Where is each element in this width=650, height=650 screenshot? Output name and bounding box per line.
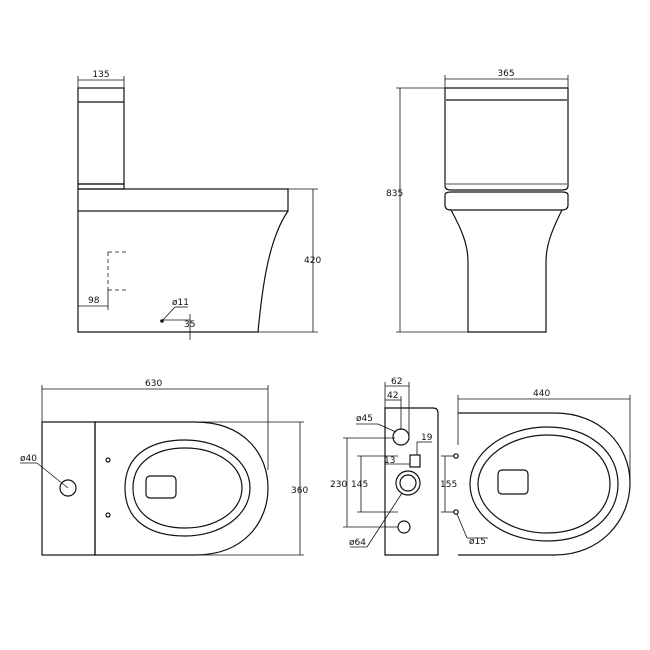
side-pan-top — [77, 188, 289, 212]
back-outlet-inner — [399, 474, 417, 492]
dim-label-360: 360 — [291, 486, 308, 496]
dim-label-cistern-hole: ø40 — [20, 454, 37, 464]
dim-label-365: 365 — [497, 69, 514, 79]
pan-seat-inner — [477, 434, 611, 534]
leader-inlet-hole — [377, 423, 397, 433]
pan-fixing-hole-top — [453, 453, 459, 459]
dim-label-fixing-hole: ø11 — [172, 298, 189, 308]
dim-label-145: 145 — [351, 480, 368, 490]
side-outlet-hidden — [107, 251, 128, 291]
back-lower-hole — [397, 520, 411, 534]
plan-hinge-hole-top — [105, 457, 111, 463]
dim-label-835: 835 — [386, 189, 403, 199]
pan-bowl-outlet — [497, 469, 529, 495]
front-cistern — [444, 87, 569, 191]
dim-label-42: 42 — [387, 391, 398, 401]
leader-cistern-hole — [36, 462, 69, 489]
dim-label-230: 230 — [330, 480, 347, 490]
front-pan-body — [450, 209, 563, 333]
dim-label-155: 155 — [440, 480, 457, 490]
side-elevation-view: 135 420 98 ø11 35 — [77, 70, 321, 340]
pan-outline — [458, 412, 631, 556]
dim-label-pan-fixing: ø15 — [469, 537, 486, 547]
plan-seat-inner — [132, 447, 243, 529]
plan-seat-outer — [124, 439, 251, 537]
side-cistern-base — [77, 183, 125, 190]
front-pan-rim — [444, 191, 569, 211]
front-elevation-view: 365 835 — [386, 69, 569, 333]
dim-label-19: 19 — [421, 433, 433, 443]
back-body — [384, 407, 439, 556]
dim-label-62: 62 — [391, 377, 402, 387]
pan-fixing-hole-bottom — [453, 509, 459, 515]
plan-cistern — [41, 421, 96, 556]
back-view: 62 42 ø45 19 13 230 145 ø64 — [330, 377, 439, 556]
plan-cistern-hole — [59, 479, 77, 497]
dim-label-135: 135 — [92, 70, 109, 80]
leader-fixing-hole — [161, 306, 176, 322]
pan-seat-outer — [469, 426, 619, 542]
dim-label-630: 630 — [145, 379, 162, 389]
dim-label-420: 420 — [304, 256, 321, 266]
back-small-port — [409, 454, 421, 468]
back-outlet-outer — [395, 470, 421, 496]
plan-view: 630 360 ø40 — [20, 379, 308, 556]
side-pan-body — [77, 210, 289, 333]
dim-label-440: 440 — [533, 389, 550, 399]
dim-label-98: 98 — [88, 296, 100, 306]
plan-pan-outline — [94, 421, 269, 556]
plan-hinge-hole-bottom — [105, 512, 111, 518]
pan-top-view: 440 155 ø15 — [440, 389, 631, 556]
leader-outlet — [366, 492, 403, 548]
dim-label-inlet-hole: ø45 — [356, 414, 373, 424]
leader-pan-fixing — [456, 513, 468, 539]
dim-label-35: 35 — [184, 320, 195, 330]
plan-bowl-outlet — [145, 475, 177, 499]
dim-label-13: 13 — [384, 456, 395, 466]
dim-label-outlet: ø64 — [349, 538, 366, 548]
